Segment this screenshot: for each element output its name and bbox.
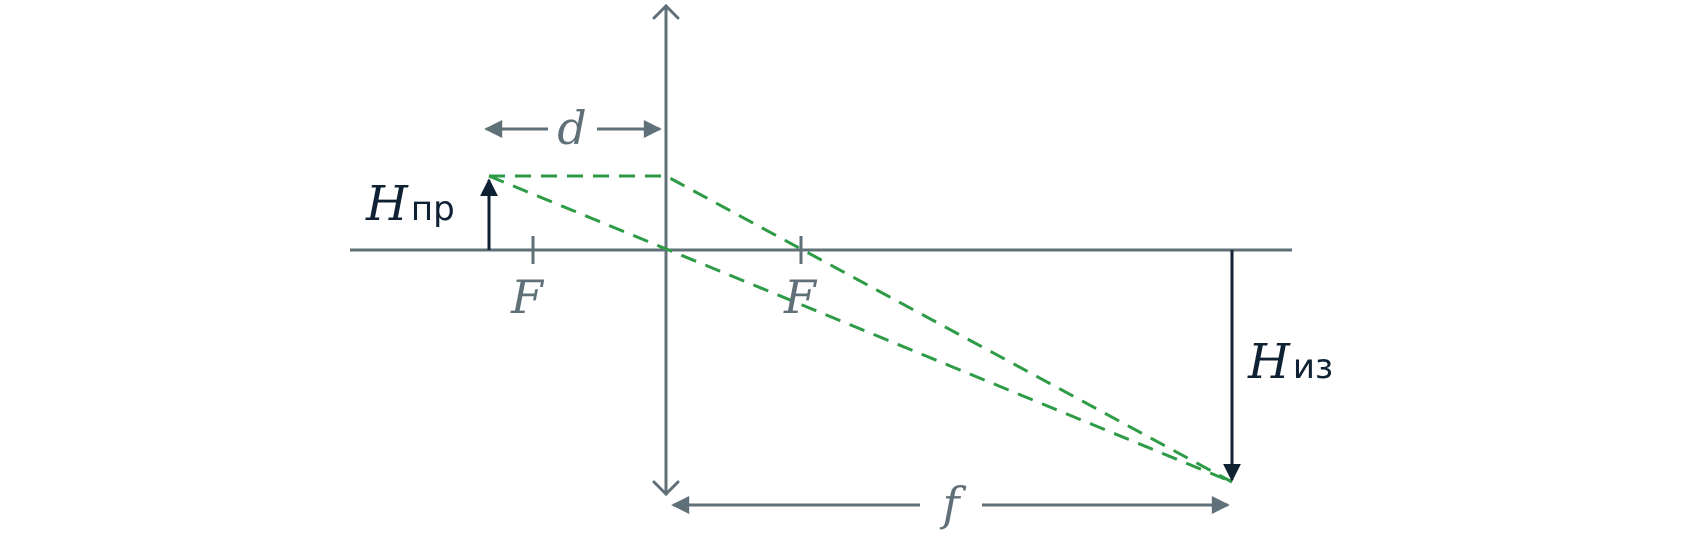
image-distance-label: f <box>939 477 966 531</box>
light-rays <box>488 174 1233 484</box>
focus-label-left: F <box>510 270 545 324</box>
object-distance-label: d <box>557 101 586 155</box>
focus-label-right: F <box>783 270 818 324</box>
parallel-ray <box>489 174 1233 484</box>
object-label: Hпр <box>365 176 455 232</box>
image-label: Hиз <box>1247 334 1333 390</box>
central-ray <box>488 174 1233 484</box>
